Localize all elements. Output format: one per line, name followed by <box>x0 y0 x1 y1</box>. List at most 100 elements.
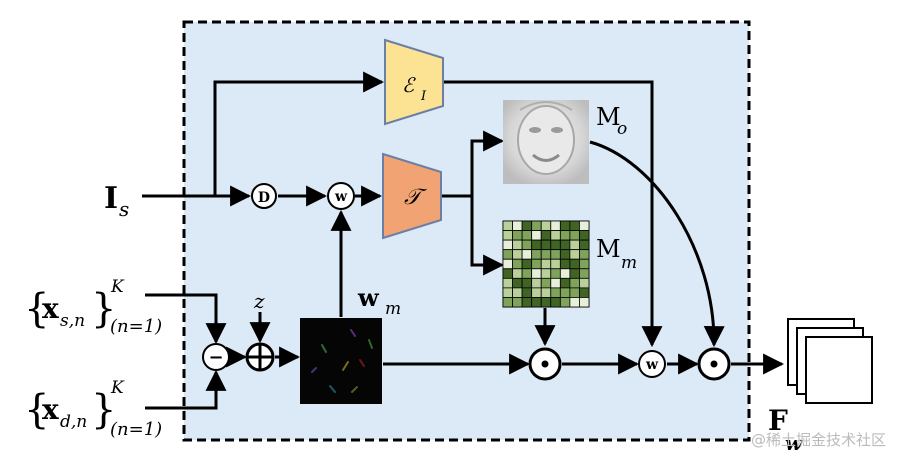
operator-w-bottom: w <box>638 350 666 378</box>
grid-cell <box>521 239 533 251</box>
weight-map-sub: m <box>385 299 401 319</box>
grid-cell <box>579 220 590 231</box>
input-image-label: I <box>104 181 118 216</box>
grid-cell <box>540 249 552 260</box>
encoder-label-sub: I <box>420 89 427 104</box>
grid-cell <box>579 258 590 270</box>
grid-cell <box>502 230 513 241</box>
mask-m-label: M <box>596 235 621 263</box>
grid-cell <box>569 297 580 308</box>
grid-cell <box>531 220 542 231</box>
grid-cell <box>502 239 513 251</box>
kp-source-label: x <box>42 292 59 325</box>
grid-cell <box>569 249 580 260</box>
operator-plus <box>245 342 275 372</box>
module-panel <box>182 20 751 442</box>
grid-cell <box>579 230 590 241</box>
operator-dot-1 <box>528 347 562 381</box>
grid-cell <box>512 297 523 308</box>
keypoints-source: { x s,n } K (n=1) <box>24 277 162 337</box>
grid-cell <box>512 239 523 251</box>
grid-cell <box>579 268 590 279</box>
input-image-sub: s <box>119 197 129 221</box>
grid-cell <box>521 249 533 260</box>
weight-map-label: w <box>357 283 380 312</box>
operator-w-top: w <box>327 182 355 210</box>
grid-cell <box>502 268 513 279</box>
kp-driving-sup: K <box>110 378 125 398</box>
kp-driving-label: x <box>42 393 59 426</box>
grid-cell <box>559 249 571 260</box>
grid-cell <box>521 258 533 270</box>
stack-output-icon <box>787 318 873 404</box>
op-w-label: w <box>334 189 348 205</box>
keypoints-driving: { x d,n } K (n=1) <box>24 378 162 440</box>
mask-o-sub: o <box>617 119 627 139</box>
edge-to-mm <box>470 196 505 276</box>
grid-cell <box>559 220 571 231</box>
edge-encoder-to-w2 <box>443 80 663 348</box>
grid-cell <box>550 230 561 241</box>
grid-cell <box>502 297 513 308</box>
grid-cell <box>540 239 552 251</box>
grid-cell <box>540 277 552 289</box>
edge-to-encoder <box>213 71 385 196</box>
grid-cell <box>559 239 571 251</box>
grid-cell <box>550 258 561 270</box>
mask-o-label: M <box>596 103 621 131</box>
grid-cell <box>540 258 552 270</box>
grid-cell <box>502 220 513 231</box>
grid-cell <box>540 220 552 231</box>
grid-cell <box>512 268 523 279</box>
face-image <box>503 100 589 184</box>
brace-close: } <box>91 387 116 433</box>
grid-cell <box>502 258 513 270</box>
grid-cell <box>550 220 561 231</box>
brace-close: } <box>91 286 116 332</box>
edge-kpd-to-minus <box>145 369 227 410</box>
grid-cell <box>569 287 580 298</box>
encoder-image: ℰ I <box>384 38 444 126</box>
grid-cell <box>569 220 580 231</box>
grid-cell <box>521 277 533 289</box>
connections <box>142 71 785 410</box>
grid-cell <box>540 268 552 279</box>
grid-cell <box>550 249 561 260</box>
kp-source-range: (n=1) <box>110 316 162 337</box>
grid-cell <box>559 258 571 270</box>
grid-cell <box>502 277 513 289</box>
operator-dot-2 <box>697 347 731 381</box>
grid-cell <box>531 258 542 270</box>
grid-cell <box>569 239 580 251</box>
grid-cell <box>550 268 561 279</box>
grid-cell <box>579 277 590 289</box>
mask-m-sub: m <box>621 253 637 273</box>
grid-cell <box>579 249 590 260</box>
grid-cell <box>512 220 523 231</box>
kp-driving-sub: d,n <box>60 412 87 432</box>
grid-cell <box>550 287 561 298</box>
grid-cell <box>512 258 523 270</box>
grid-cell <box>550 239 561 251</box>
output-sub: w <box>785 431 803 455</box>
grid-cell <box>521 230 533 241</box>
grid-cell <box>521 297 533 308</box>
grid-cell <box>559 287 571 298</box>
grid-cell <box>550 277 561 289</box>
grid-cell <box>521 287 533 298</box>
grid-cell <box>502 287 513 298</box>
grid-cell <box>512 287 523 298</box>
op-minus-label: − <box>208 347 223 368</box>
edge-kps-to-minus <box>145 293 227 345</box>
grid-cell <box>559 230 571 241</box>
grid-cell <box>531 249 542 260</box>
weight-map-image <box>300 318 382 404</box>
grid-cell <box>531 268 542 279</box>
trapezoid-encoder-icon <box>384 38 444 126</box>
grid-cell <box>531 297 542 308</box>
kp-driving-range: (n=1) <box>110 419 162 440</box>
grid-cell <box>512 249 523 260</box>
grid-cell <box>502 249 513 260</box>
grid-cell <box>559 277 571 289</box>
